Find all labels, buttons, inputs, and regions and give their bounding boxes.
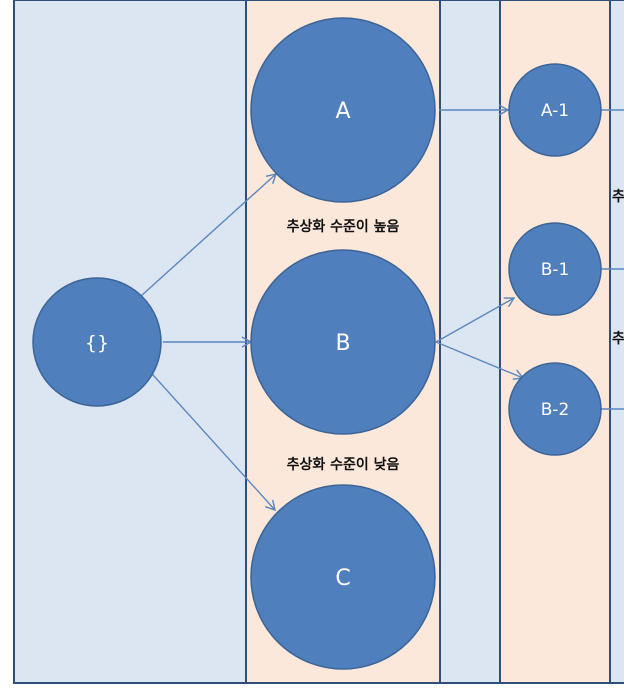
node-root-label: {} (85, 332, 109, 354)
node-c-label: C (335, 566, 350, 591)
node-b2-label: B-2 (541, 400, 570, 420)
edge-b-b2 (435, 341, 525, 380)
node-b-label: B (335, 331, 350, 356)
edge-root-a (140, 173, 278, 297)
node-a-label: A (335, 99, 350, 124)
label-clipped-2: 추 (612, 331, 624, 347)
node-b1: B-1 (508, 222, 602, 316)
node-b2: B-2 (508, 362, 602, 456)
node-b1-label: B-1 (541, 260, 570, 280)
node-c: C (250, 484, 436, 670)
panel-gap (439, 0, 501, 684)
edge-root-c (143, 364, 276, 512)
node-a: A (250, 17, 436, 203)
label-clipped-1: 추 (612, 189, 624, 205)
node-b: B (250, 249, 436, 435)
label-high-abstraction: 추상화 수준이 높음 (287, 218, 400, 235)
node-a1-label: A-1 (541, 101, 569, 121)
label-low-abstraction: 추상화 수준이 낮음 (287, 456, 400, 473)
node-a1: A-1 (508, 63, 602, 157)
panel-level-3 (609, 0, 624, 684)
node-root: {} (32, 277, 162, 407)
edge-b-b1 (435, 297, 516, 343)
